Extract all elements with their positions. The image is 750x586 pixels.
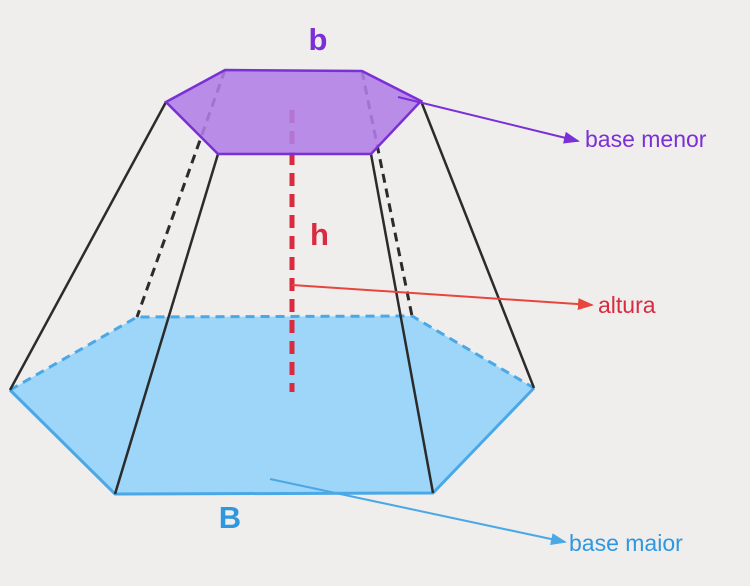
lateral-edge-front-left	[113, 153, 220, 495]
lateral-edge-far-left	[8, 101, 168, 391]
large-base-pointer-arrow	[269, 478, 567, 545]
height-pointer-arrow	[291, 284, 594, 311]
lateral-edge-far-right	[419, 100, 536, 389]
large-base-visible-edges	[8, 386, 536, 496]
height-symbol: h	[310, 217, 329, 252]
hidden-lateral-edge-right	[360, 70, 414, 317]
large-base-caption: base maior	[569, 530, 683, 556]
small-base-pointer-arrow	[397, 96, 580, 144]
small-base-face	[163, 68, 424, 156]
hidden-lateral-edge-left	[135, 69, 227, 318]
small-base-caption: base menor	[585, 126, 707, 152]
lateral-edge-front-right	[369, 153, 435, 494]
large-base-face	[10, 316, 534, 494]
small-base-symbol: b	[309, 22, 328, 57]
height-caption: altura	[598, 292, 656, 318]
large-base-symbol: B	[219, 500, 241, 535]
